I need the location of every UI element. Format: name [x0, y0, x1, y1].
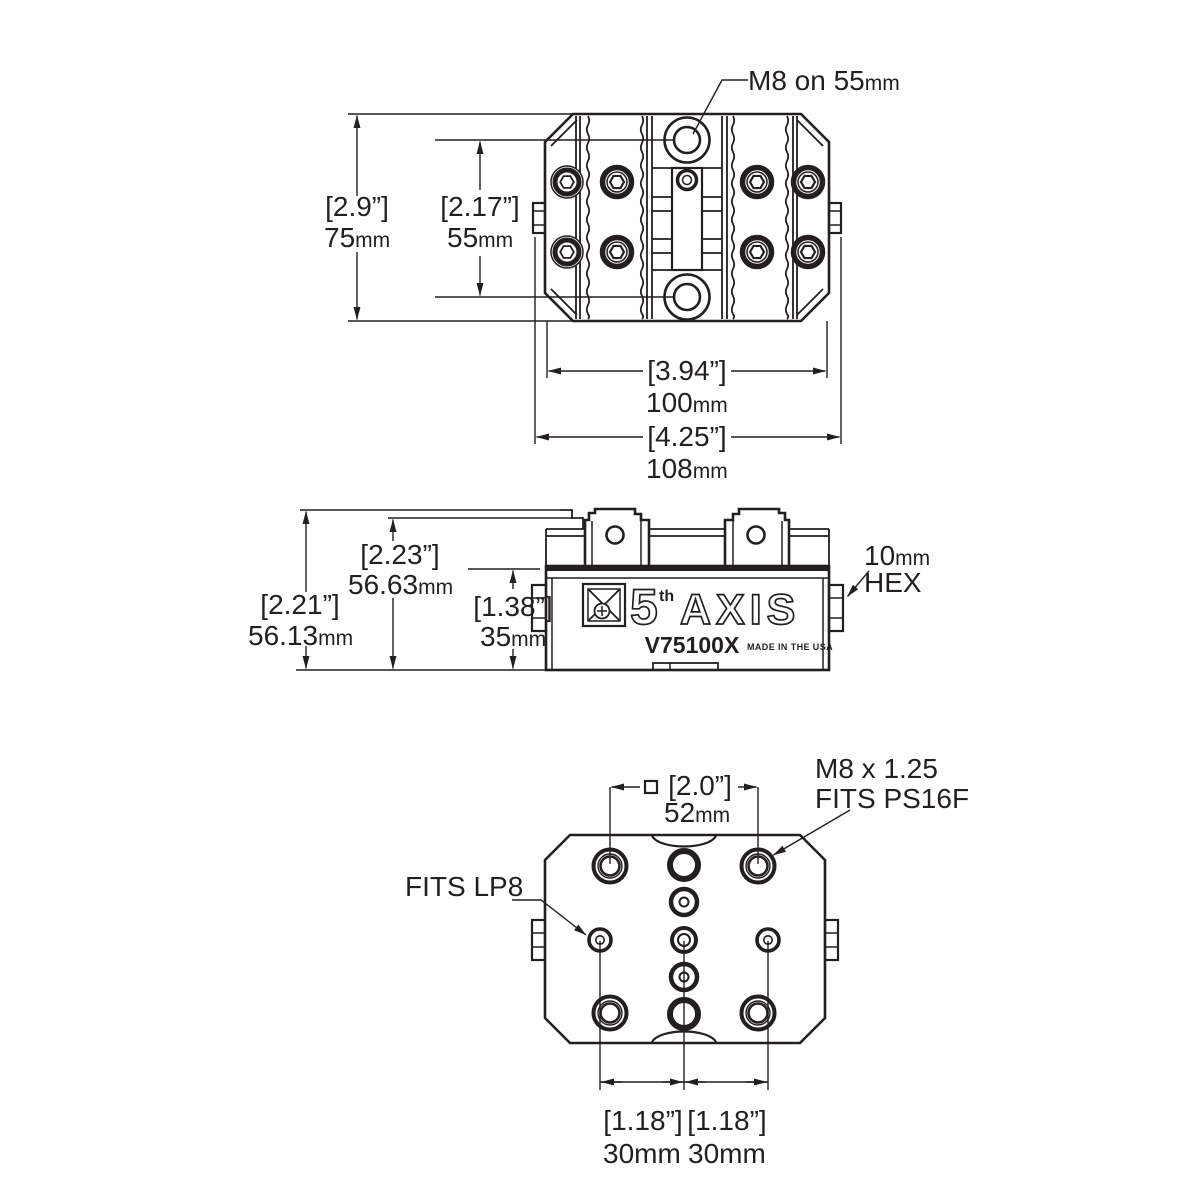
side-hex-screw-left [530, 583, 548, 633]
bottom-keyslot [652, 662, 719, 671]
vise-body-outline-top [543, 112, 831, 323]
brand-word: AXIS [680, 586, 800, 634]
logo-mark-outer-square [581, 582, 627, 628]
dim-overall-width-in: [4.25”] [647, 421, 726, 452]
dim-overall-height-side-mm: 56.63mm [348, 569, 453, 600]
dim-body-width-mm: 100mm [646, 387, 728, 418]
model-number: V75100X [645, 632, 740, 658]
side-hex-tab-left-bottom [530, 918, 547, 962]
side-view-dimensions: [2.23”] 56.63mm [2.21”] 56.13mm [1.38”] … [248, 509, 930, 671]
socket-screw [599, 234, 635, 270]
dim-body-height-in: [1.38”] [473, 591, 552, 622]
dowel-hole-top [675, 168, 699, 192]
jaw-hole-right [746, 525, 766, 545]
jaw-serration-lines [585, 115, 790, 320]
lp8-leader-line [512, 899, 587, 936]
side-view: 5 th AXIS V75100X MADE IN THE USA [2.23”… [248, 507, 930, 672]
side-hex-tab-left [531, 201, 547, 235]
bottom-view: [2.0”] 52mm M8 x 1.25 FITS PS16F FITS LP… [405, 753, 969, 1169]
dim-square-pattern-in: [2.0”] [668, 770, 732, 801]
dim-overall-height-mm: 75mm [324, 222, 390, 253]
dim-square-pattern-mm: 52mm [664, 797, 730, 828]
bottom-view-dimensions: [2.0”] 52mm M8 x 1.25 FITS PS16F FITS LP… [405, 753, 969, 1169]
vise-body-outline-bottom [543, 833, 827, 1045]
socket-screw [739, 234, 775, 270]
socket-screw [790, 164, 826, 200]
back-rail-lines [545, 509, 830, 566]
dim-overall-height-in: [2.9”] [325, 191, 389, 222]
hex-callout-size: 10mm [864, 540, 930, 571]
hex-callout-label: HEX [864, 567, 922, 598]
dim-base-height-in: [2.21”] [260, 589, 339, 620]
dim-body-height-mm: 35mm [480, 621, 546, 652]
jaw-plate-edge-lines [575, 116, 798, 319]
top-view-dimensions: [2.9”] 75mm [2.17”] 55mm [3.94”] 100mm [… [324, 65, 900, 484]
dowel-hole [668, 886, 700, 918]
jaw-socket-screws [550, 164, 826, 270]
ps16f-callout-line1: M8 x 1.25 [815, 753, 938, 784]
dim-overall-height-side-in: [2.23”] [360, 539, 439, 570]
dim-right-spacing-in: [1.18”] [687, 1105, 766, 1136]
side-hex-tab-right [827, 201, 843, 235]
top-view: [2.9”] 75mm [2.17”] 55mm [3.94”] 100mm [… [324, 65, 900, 484]
side-hex-tab-right-bottom [823, 918, 840, 962]
fifth-axis-logo: 5 th AXIS V75100X MADE IN THE USA [581, 578, 833, 658]
center-slot [670, 166, 704, 272]
lp8-callout-label: FITS LP8 [405, 871, 523, 902]
socket-screw [739, 164, 775, 200]
socket-screw [550, 235, 584, 269]
side-hex-screw-right [827, 583, 845, 633]
dim-hole-spacing-in: [2.17”] [440, 191, 519, 222]
socket-screw [599, 164, 635, 200]
ps16f-leader-line [773, 809, 851, 856]
socket-screw [550, 165, 584, 199]
counterbore-hole [739, 994, 777, 1032]
vise-jaw-right [723, 507, 791, 566]
hex-leader-line [846, 570, 870, 597]
dim-left-spacing-mm: 30mm [603, 1138, 681, 1169]
vise-jaw-left [583, 507, 651, 566]
brand-digit: 5 [630, 579, 658, 635]
jaw-hole-left [605, 525, 625, 545]
m8-callout-label: M8 on 55mm [748, 65, 900, 96]
dim-base-height-mm: 56.13mm [248, 620, 353, 651]
dim-body-width-in: [3.94”] [647, 355, 726, 386]
ps16f-callout-line2: FITS PS16F [815, 783, 969, 814]
center-screw-channel [652, 116, 722, 321]
made-in-usa-label: MADE IN THE USA [747, 642, 833, 652]
dim-right-spacing-mm: 30mm [688, 1138, 766, 1169]
dim-overall-width-mm: 108mm [646, 453, 728, 484]
square-pattern-symbol [643, 779, 659, 795]
counterbore-hole [591, 994, 629, 1032]
jaw-rail-band [546, 566, 829, 571]
dim-left-spacing-in: [1.18”] [603, 1105, 682, 1136]
brand-superscript: th [659, 588, 674, 605]
chamfer-detail-lines [550, 119, 824, 316]
socket-screw [790, 234, 826, 270]
center-bore-top [667, 848, 701, 882]
m8-leader-line [692, 79, 748, 135]
dim-hole-spacing-mm: 55mm [447, 222, 513, 253]
top-finger-notch [651, 835, 717, 848]
